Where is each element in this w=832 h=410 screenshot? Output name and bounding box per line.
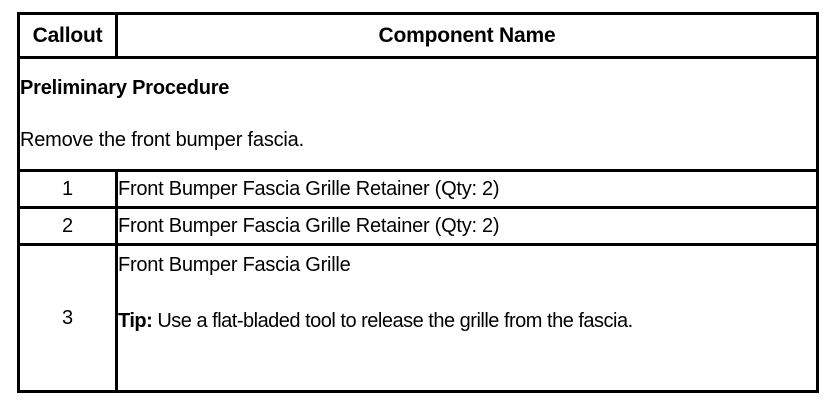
tip-text: Use a flat-bladed tool to release the gr… — [152, 310, 633, 332]
callout-number: 3 — [17, 243, 118, 393]
preliminary-procedure-cell: Preliminary Procedure Remove the front b… — [17, 56, 819, 172]
preliminary-procedure-row: Preliminary Procedure Remove the front b… — [17, 56, 819, 172]
column-header-component-name: Component Name — [115, 12, 819, 59]
component-name-value-with-tip: Front Bumper Fascia Grille Tip: Use a fl… — [115, 243, 819, 393]
table-body: Preliminary Procedure Remove the front b… — [17, 56, 819, 393]
table-row: 2 Front Bumper Fascia Grille Retainer (Q… — [17, 206, 819, 246]
column-header-callout: Callout — [17, 12, 118, 59]
component-name-text: Front Bumper Fascia Grille — [118, 254, 351, 276]
table-row: 1 Front Bumper Fascia Grille Retainer (Q… — [17, 169, 819, 209]
table-header: Callout Component Name — [17, 12, 819, 59]
preliminary-procedure-title: Preliminary Procedure — [20, 77, 230, 99]
preliminary-spacer — [20, 100, 816, 128]
callout-number: 1 — [17, 169, 118, 209]
tip-label: Tip: — [118, 310, 153, 332]
table-row: 3 Front Bumper Fascia Grille Tip: Use a … — [17, 243, 819, 393]
tip-spacer — [118, 277, 816, 309]
component-parts-table: Callout Component Name Preliminary Proce… — [17, 12, 819, 393]
tip-note: Tip: Use a flat-bladed tool to release t… — [118, 309, 816, 333]
table-header-row: Callout Component Name — [17, 12, 819, 59]
callout-number: 2 — [17, 206, 118, 246]
preliminary-procedure-body: Remove the front bumper fascia. — [20, 129, 304, 151]
component-name-value: Front Bumper Fascia Grille Retainer (Qty… — [115, 169, 819, 209]
component-name-value: Front Bumper Fascia Grille Retainer (Qty… — [115, 206, 819, 246]
